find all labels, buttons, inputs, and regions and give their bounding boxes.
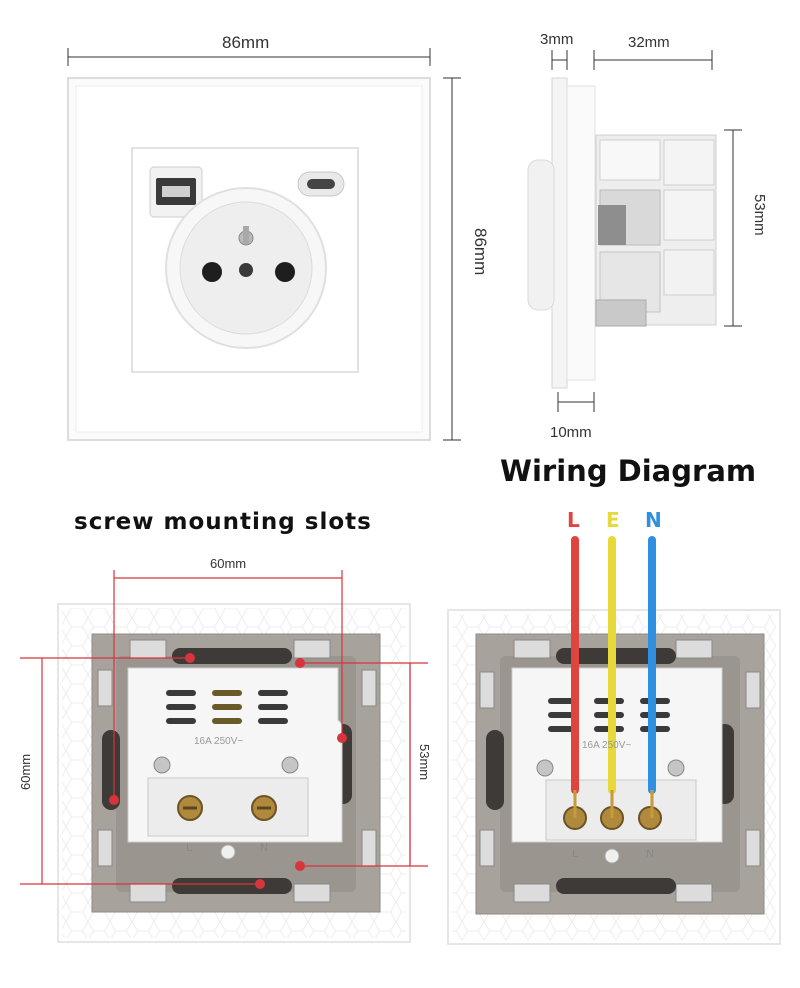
wire-label-l: L xyxy=(567,508,580,532)
wiring-terminal-n: N xyxy=(646,848,654,860)
wire-label-e: E xyxy=(606,508,620,532)
wiring-diagram-title: Wiring Diagram xyxy=(500,454,757,488)
mount-horizontal-label: 60mm xyxy=(210,556,247,571)
mount-rating-text: 16A 250V~ xyxy=(194,736,244,747)
wire-label-n: N xyxy=(645,508,662,532)
plate-depth-label: 10mm xyxy=(550,424,592,441)
mount-terminal-l: L xyxy=(186,842,193,854)
slot-markers xyxy=(109,653,347,889)
width-label: 86mm xyxy=(222,33,270,52)
left-slot xyxy=(102,730,120,810)
measurement-lines xyxy=(20,570,428,885)
screw-mounting-title: screw mounting slots xyxy=(74,509,372,535)
glass-thickness-label: 3mm xyxy=(540,31,574,48)
mount-terminal-n: N xyxy=(260,842,268,854)
top-slot xyxy=(172,648,292,664)
depth-label: 32mm xyxy=(628,34,670,51)
wiring-terminal-l: L xyxy=(572,848,579,860)
wiring-rating-text: 16A 250V~ xyxy=(582,740,632,751)
